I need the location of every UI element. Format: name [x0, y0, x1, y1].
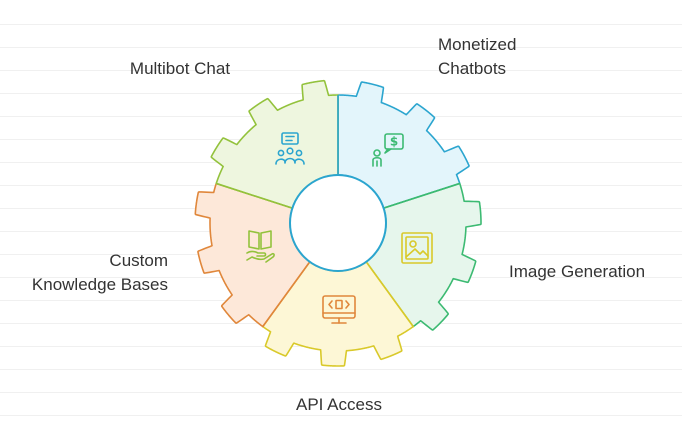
book-hand-icon: [246, 230, 275, 263]
group-chat-icon: [275, 132, 305, 165]
monetized-chatbot-icon: $: [372, 133, 404, 167]
gear-segment: [194, 182, 311, 328]
segment-divider: [365, 261, 414, 328]
label-custom-knowledge-bases: Custom Knowledge Bases: [31, 251, 168, 294]
gear-segment: [261, 261, 415, 367]
segment-icons: $: [246, 132, 433, 324]
code-monitor-icon: [322, 295, 356, 324]
segment-divider: [216, 182, 293, 209]
svg-text:$: $: [390, 135, 398, 149]
gear-dividers: [216, 95, 460, 328]
label-image-generation: Image Generation: [509, 262, 646, 281]
label-multibot-chat: Multibot Chat: [129, 59, 231, 78]
segment-divider: [383, 182, 460, 209]
label-api-access: API Access: [296, 395, 382, 414]
gear-segment: [210, 79, 339, 209]
gear-segment: [365, 182, 482, 331]
image-icon: [401, 232, 433, 264]
label-monetized-chatbots: Monetized Chatbots: [438, 35, 517, 78]
gear-hub: [289, 174, 387, 272]
segment-divider: [262, 261, 311, 328]
